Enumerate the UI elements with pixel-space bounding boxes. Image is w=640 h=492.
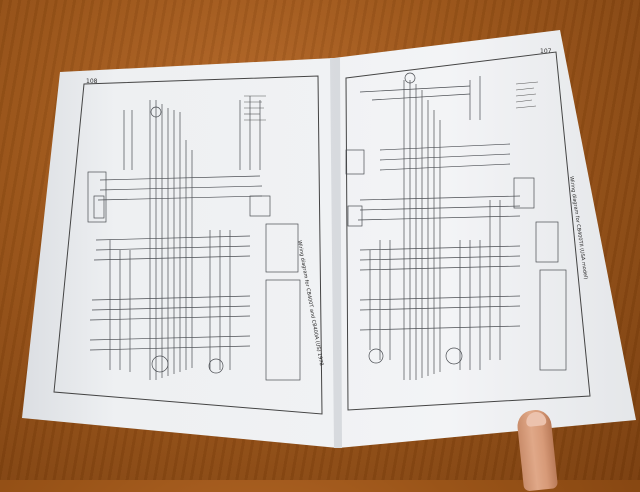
right-wiring [345, 72, 567, 380]
left-wiring [87, 96, 301, 381]
left-page-number: 108 [86, 78, 98, 85]
label-ticks [244, 81, 539, 121]
book-spine [330, 58, 342, 448]
right-diagram-frame [345, 51, 591, 411]
left-diagram-frame [53, 75, 323, 415]
right-page-number: 107 [540, 48, 552, 55]
wiring-diagrams [53, 51, 591, 415]
open-manual: 108 107 Wiring diagram for CB400T and CB… [22, 30, 636, 448]
